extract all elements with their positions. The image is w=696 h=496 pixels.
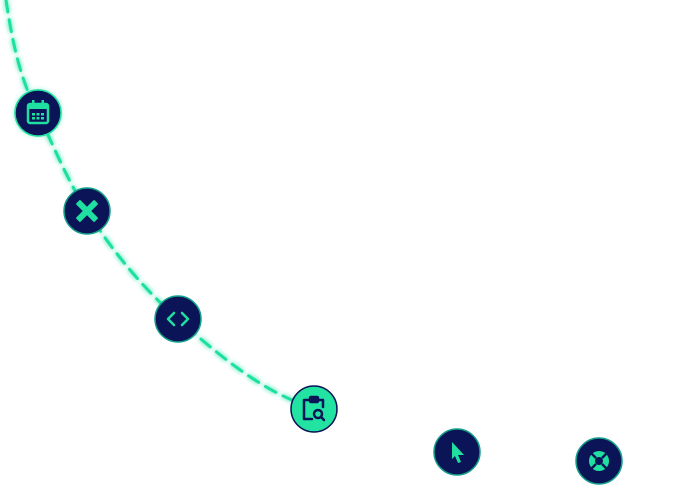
design-tools-icon xyxy=(76,200,98,222)
clipboard-search-icon xyxy=(302,395,326,422)
progress-path xyxy=(4,0,307,407)
calendar-icon xyxy=(26,100,50,125)
step-calendar[interactable] xyxy=(14,89,62,137)
step-support[interactable] xyxy=(575,437,623,485)
step-design[interactable] xyxy=(63,187,111,235)
lifebuoy-icon xyxy=(589,451,609,471)
code-icon xyxy=(166,311,190,327)
cursor-icon xyxy=(452,442,464,463)
step-code[interactable] xyxy=(154,295,202,343)
step-review[interactable] xyxy=(290,385,338,433)
step-launch[interactable] xyxy=(433,428,481,476)
